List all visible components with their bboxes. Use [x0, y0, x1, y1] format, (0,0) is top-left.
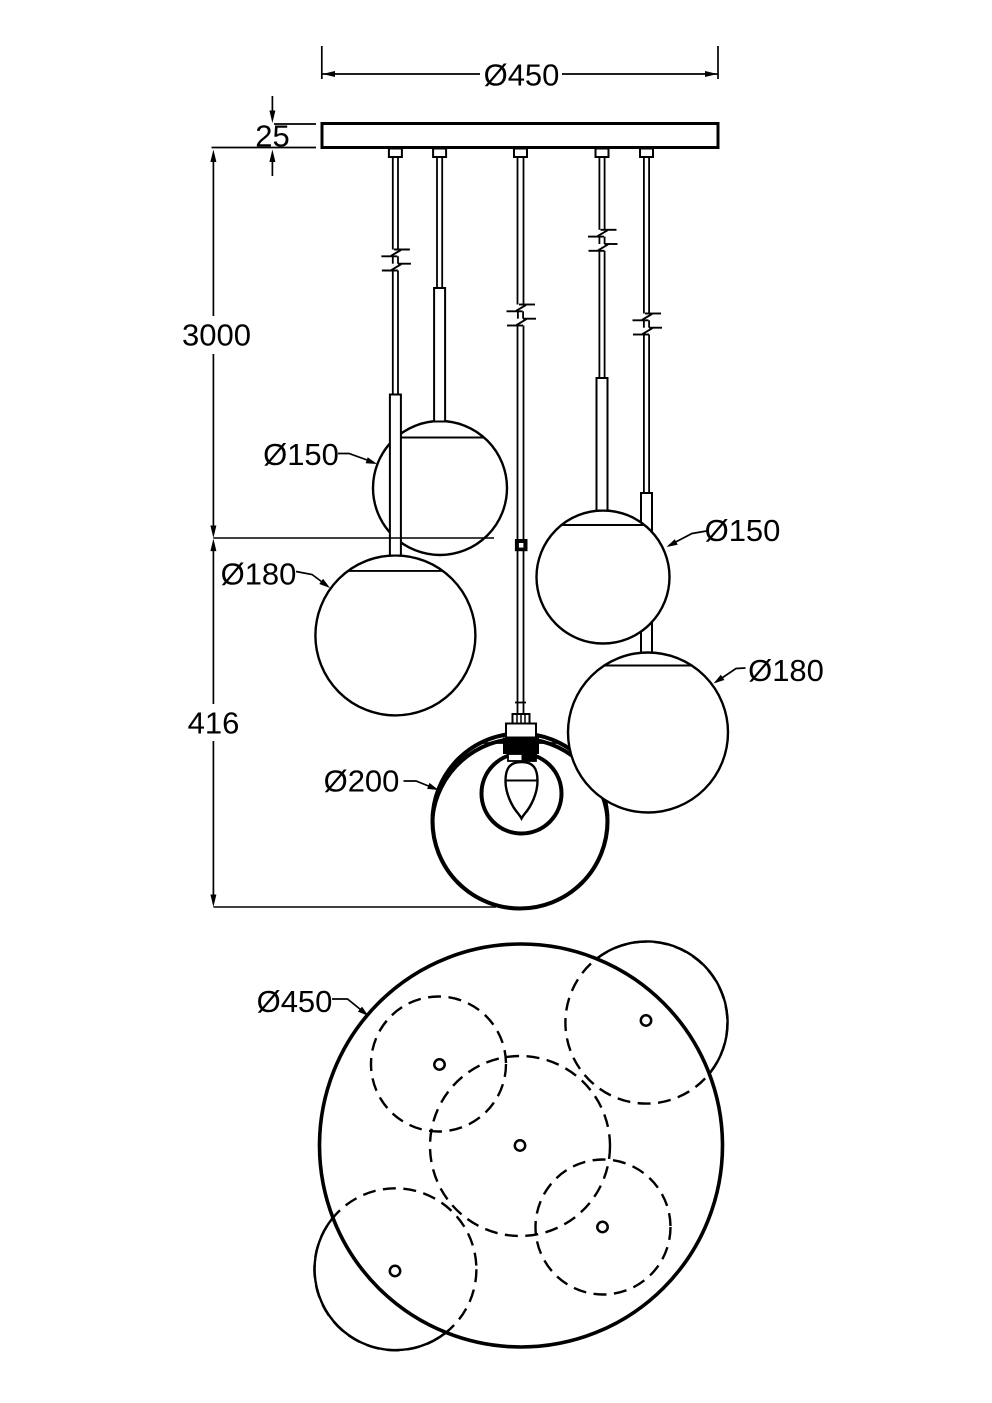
svg-text:416: 416: [188, 706, 240, 741]
svg-text:25: 25: [255, 119, 289, 154]
svg-text:Ø180: Ø180: [748, 653, 824, 688]
svg-text:3000: 3000: [182, 318, 251, 353]
svg-text:Ø180: Ø180: [221, 557, 297, 592]
svg-text:Ø150: Ø150: [705, 513, 781, 548]
svg-text:Ø200: Ø200: [324, 764, 400, 799]
svg-text:Ø450: Ø450: [257, 984, 333, 1019]
svg-text:Ø150: Ø150: [263, 437, 339, 472]
svg-text:Ø450: Ø450: [484, 58, 560, 93]
